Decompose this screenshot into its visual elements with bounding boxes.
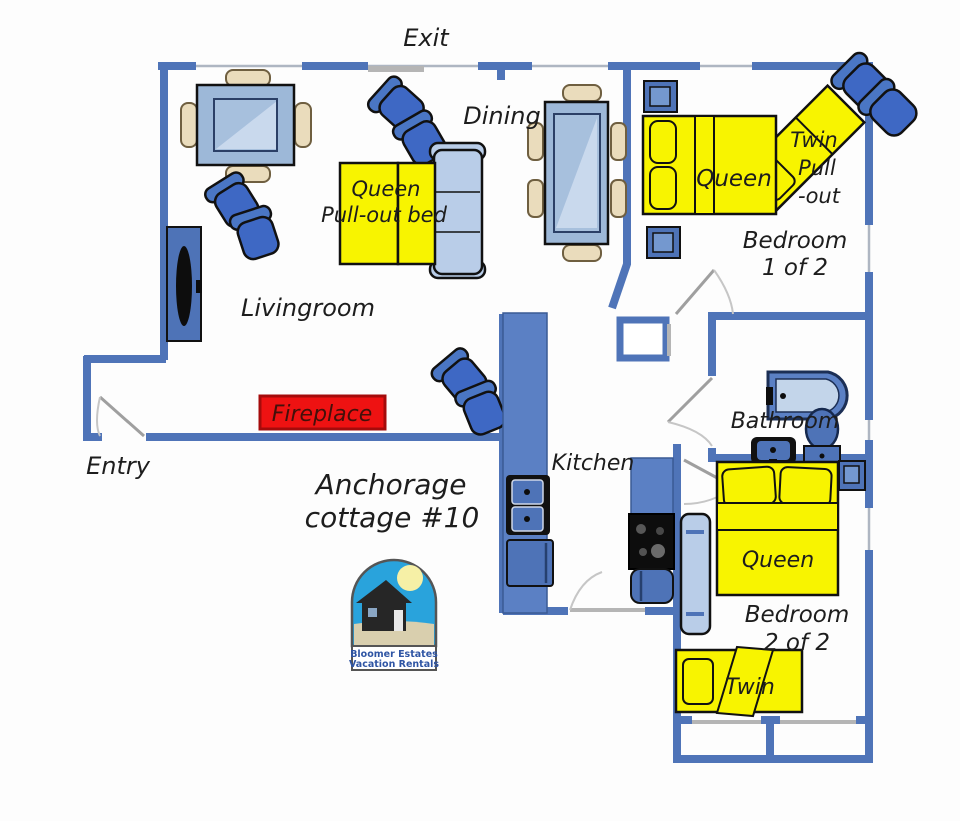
bedroom1-queen-bed (641, 114, 778, 216)
hall-closet (616, 316, 670, 362)
label-cottage-line2: cottage #10 (305, 501, 480, 534)
label-livingroom: Livingroom (241, 294, 375, 322)
bedroom2-nightstand (838, 460, 866, 491)
bedroom1-nightstand-top (643, 80, 678, 113)
label-bathroom: Bathroom (731, 409, 840, 434)
label-twin-pullout-line1: Twin (790, 128, 837, 152)
stove (628, 513, 675, 570)
label-sofa-line1: Queen (352, 177, 421, 201)
tv-console (166, 226, 202, 342)
fireplace (258, 394, 387, 431)
label-bed2-twin: Twin (725, 675, 775, 700)
bedroom1-nightstand-bottom (646, 226, 681, 259)
label-fireplace: Fireplace (272, 402, 373, 427)
kitchen-sink (506, 475, 550, 535)
label-cottage-line1: Anchorage (314, 468, 467, 501)
label-bedroom2-line1: Bedroom (745, 602, 850, 628)
label-sofa-line2: Pull-out bed (321, 203, 448, 227)
kitchen-counter-right (630, 457, 674, 517)
living-square-table (180, 69, 312, 183)
logo-badge: Bloomer Estates Vacation Rentals (349, 558, 439, 671)
kitchen-cart (630, 568, 674, 604)
bedroom2-queen-bed (715, 460, 840, 597)
label-twin-pullout-line3: -out (798, 184, 841, 208)
toilet (803, 407, 841, 464)
bedroom2-twin-bed (674, 645, 804, 718)
label-bedroom2-line2: 2 of 2 (764, 630, 830, 656)
label-twin-pullout-line2: Pull (798, 156, 836, 180)
armchair-pair-left (204, 171, 280, 261)
dining-table (527, 84, 627, 262)
label-exit: Exit (403, 24, 450, 52)
sofa-queen-pullout (338, 141, 487, 280)
label-dining: Dining (463, 102, 540, 130)
label-bed1-queen: Queen (696, 166, 772, 192)
label-bedroom1-line2: 1 of 2 (762, 255, 828, 281)
bedroom1-armchair (830, 51, 918, 137)
armchair-pair-bottom (430, 347, 507, 436)
logo-line1: Bloomer Estates (350, 649, 438, 660)
label-bedroom1-line1: Bedroom (743, 228, 848, 254)
walls (83, 62, 873, 763)
dishwasher (506, 539, 554, 587)
label-entry: Entry (86, 452, 151, 480)
bedroom2-dresser (679, 512, 712, 636)
logo-line2: Vacation Rentals (349, 659, 439, 670)
label-kitchen: Kitchen (552, 451, 635, 476)
label-bed2-queen: Queen (742, 548, 814, 573)
